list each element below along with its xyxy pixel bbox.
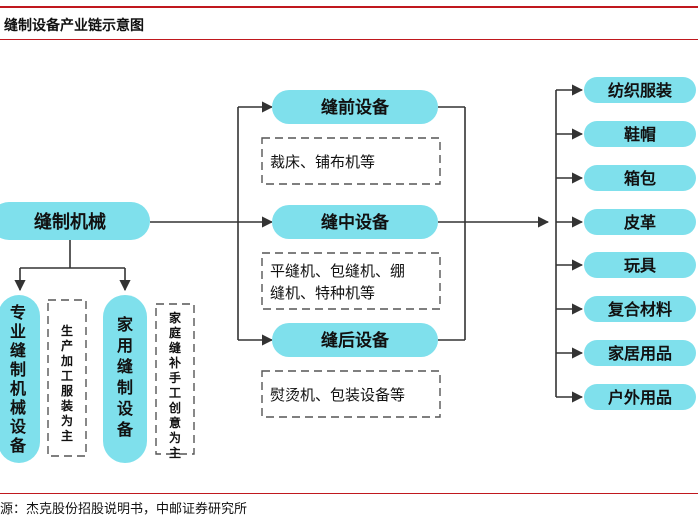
- stage-detail: 平缝机、包缝机、绷: [270, 262, 405, 280]
- application-label: 皮革: [623, 213, 656, 232]
- stage-label: 缝中设备: [321, 212, 390, 233]
- root-node: 缝制机械: [0, 202, 150, 240]
- diagram-title: 缝制设备产业链示意图: [4, 18, 144, 34]
- application-pill: [584, 296, 696, 322]
- sub-left-note-1: 家庭缝补手工创意为主: [155, 303, 195, 460]
- stage-label: 缝后设备: [321, 330, 390, 351]
- application-6: 家居用品: [584, 340, 696, 366]
- application-label: 纺织服装: [608, 81, 672, 100]
- stage-1: 缝中设备 平缝机、包缝机、绷 缝机、特种机等: [261, 205, 441, 310]
- stage-detail: 熨烫机、包装设备等: [270, 386, 405, 404]
- application-pill: [584, 165, 696, 191]
- stage-detail: 裁床、铺布机等: [270, 153, 375, 171]
- stage-pill: [272, 90, 438, 124]
- stage-detail: 缝机、特种机等: [270, 284, 375, 302]
- application-4: 玩具: [584, 252, 696, 278]
- application-0: 纺织服装: [584, 77, 696, 103]
- application-label: 鞋帽: [624, 125, 656, 144]
- application-pill: [584, 252, 696, 278]
- stage-2: 缝后设备 熨烫机、包装设备等: [261, 323, 441, 418]
- stage-label: 缝前设备: [321, 97, 390, 118]
- root-pill: [0, 202, 150, 240]
- application-3: 皮革: [584, 209, 696, 235]
- sub-left-note: 生产加工服装为主: [60, 323, 74, 443]
- application-pill: [584, 77, 696, 103]
- root-label: 缝制机械: [34, 211, 106, 233]
- application-1: 鞋帽: [584, 121, 696, 147]
- application-2: 箱包: [584, 165, 696, 191]
- application-label: 玩具: [624, 256, 656, 275]
- stage-detail-box: [261, 137, 441, 185]
- application-label: 箱包: [624, 169, 656, 188]
- stage-pill: [272, 323, 438, 357]
- stage-0: 缝前设备 裁床、铺布机等: [261, 90, 441, 185]
- connectors: [14, 84, 584, 403]
- application-label: 复合材料: [607, 300, 672, 319]
- stage-pill: [272, 205, 438, 239]
- sub-left-pill: [103, 295, 147, 463]
- sub-left-note-0: 生产加工服装为主: [47, 299, 87, 457]
- application-pill: [584, 384, 696, 410]
- stage-detail-box: [261, 370, 441, 418]
- sub-left-label: 家用缝制设备: [116, 315, 134, 439]
- sub-left-label: 专业缝制机械设备: [9, 303, 27, 455]
- sub-left-pill: [0, 295, 40, 463]
- application-7: 户外用品: [584, 384, 696, 410]
- sub-left-1: 家用缝制设备: [103, 295, 147, 463]
- application-5: 复合材料: [584, 296, 696, 322]
- application-label: 家居用品: [608, 344, 672, 363]
- application-pill: [584, 121, 696, 147]
- application-pill: [584, 340, 696, 366]
- sub-left-0: 专业缝制机械设备: [0, 295, 40, 463]
- application-pill: [584, 209, 696, 235]
- source-note: 源：杰克股份招股说明书，中邮证券研究所: [0, 502, 248, 517]
- title-bar: 缝制设备产业链示意图: [0, 6, 698, 40]
- application-label: 户外用品: [608, 388, 672, 407]
- sub-left-note: 家庭缝补手工创意为主: [168, 310, 182, 460]
- footer-divider: [0, 493, 698, 494]
